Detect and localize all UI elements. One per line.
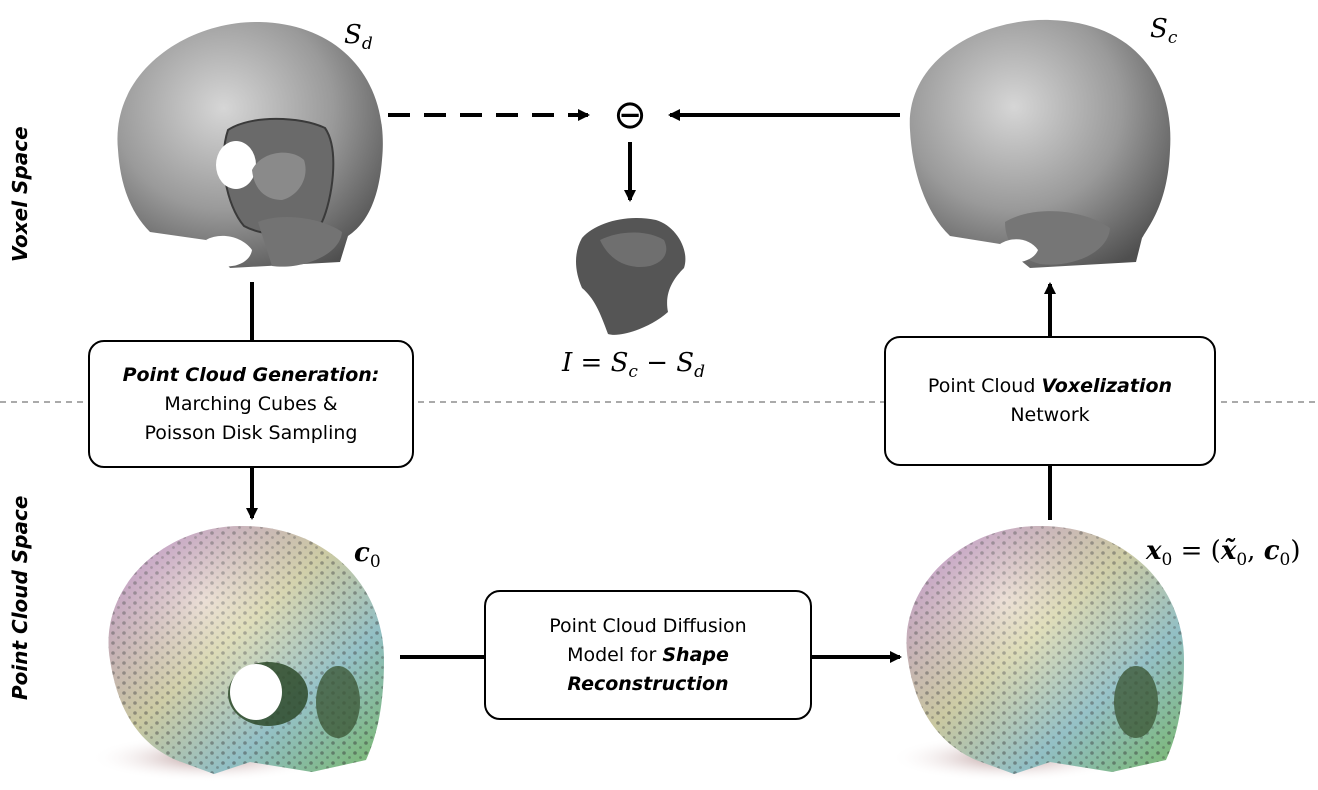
voxelization-bold: Voxelization: [1041, 375, 1173, 397]
label-s-d: Sd: [344, 20, 373, 54]
label-x0-equation: x0 = (x̃0, c0): [1146, 536, 1301, 570]
diffusion-model-box: Point Cloud Diffusion Model for Shape Re…: [484, 590, 812, 720]
diffusion-line1: Point Cloud Diffusion: [549, 614, 747, 637]
implant-equation: I = Sc − Sd: [562, 348, 705, 382]
diffusion-line2-prefix: Model for: [567, 643, 663, 666]
complete-skull-voxel: [909, 19, 1171, 268]
generation-line1: Marching Cubes &: [164, 392, 338, 415]
voxelization-network-box: Point Cloud Voxelization Network: [884, 336, 1216, 466]
voxelization-line2: Network: [1010, 404, 1090, 426]
subtraction-operator: ⊖: [613, 92, 647, 138]
voxelization-prefix: Point Cloud: [927, 375, 1042, 397]
diffusion-reconstruction: Reconstruction: [567, 672, 729, 695]
diffusion-shape: Shape: [662, 643, 729, 666]
generation-title: Point Cloud Generation:: [122, 363, 380, 386]
defective-skull-voxel: [117, 21, 383, 268]
point-cloud-skull-input: [90, 525, 384, 782]
label-s-c: Sc: [1150, 14, 1178, 48]
point-cloud-generation-box: Point Cloud Generation: Marching Cubes &…: [88, 340, 414, 468]
voxel-space-label: Voxel Space: [8, 126, 32, 262]
generation-line2: Poisson Disk Sampling: [144, 421, 358, 444]
point-cloud-space-label: Point Cloud Space: [8, 495, 32, 700]
label-c0: c0: [354, 538, 381, 572]
implant-voxel: [576, 218, 686, 335]
point-cloud-skull-output: [890, 525, 1184, 782]
